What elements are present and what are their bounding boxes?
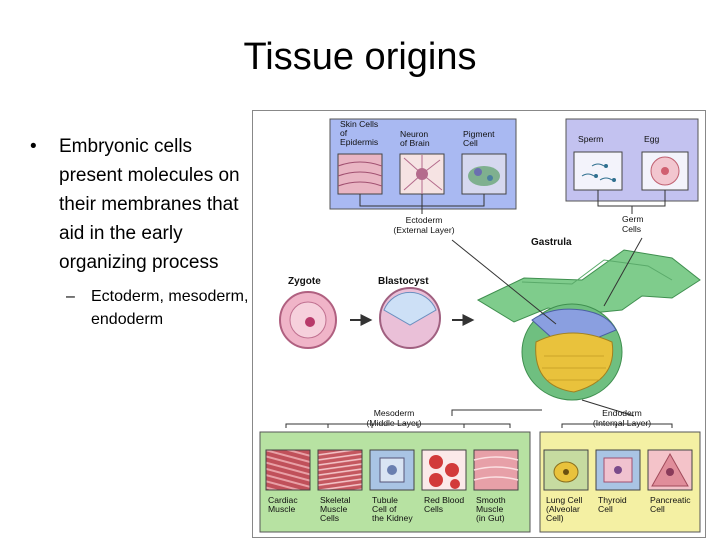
bullet-marker: • <box>30 136 37 157</box>
gastrula-label: Gastrula <box>531 237 572 248</box>
sperm-picture <box>573 151 623 191</box>
sub-bullet-marker: – <box>66 288 75 305</box>
lung-cell-picture <box>543 449 589 491</box>
blastocyst-label: Blastocyst <box>378 276 429 287</box>
germ-label-sperm: Sperm <box>578 134 603 144</box>
germ-label-egg: Egg <box>644 134 660 144</box>
bullet-list: • Embryonic cells present molecules on t… <box>30 132 252 331</box>
sub-bullet-item: – Ectoderm, mesoderm, endoderm <box>30 285 252 331</box>
cardiac-muscle-picture <box>265 449 311 491</box>
zygote-label: Zygote <box>288 276 321 287</box>
smooth-muscle-picture <box>473 449 519 491</box>
skeletal-muscle-picture <box>317 449 363 491</box>
ectoderm-label: Ectoderm(External Layer) <box>393 215 454 235</box>
bullet-text: Embryonic cells present molecules on the… <box>59 136 240 273</box>
bullet-item: • Embryonic cells present molecules on t… <box>30 132 252 277</box>
slide-title: Tissue origins <box>243 36 477 78</box>
mesoderm-label: Mesoderm(Middle Layer) <box>367 408 422 428</box>
endoderm-label: Endoderm(Internal Layer) <box>593 408 651 428</box>
sub-bullet-text: Ectoderm, mesoderm, endoderm <box>91 288 249 328</box>
gastrula-picture <box>476 249 701 401</box>
